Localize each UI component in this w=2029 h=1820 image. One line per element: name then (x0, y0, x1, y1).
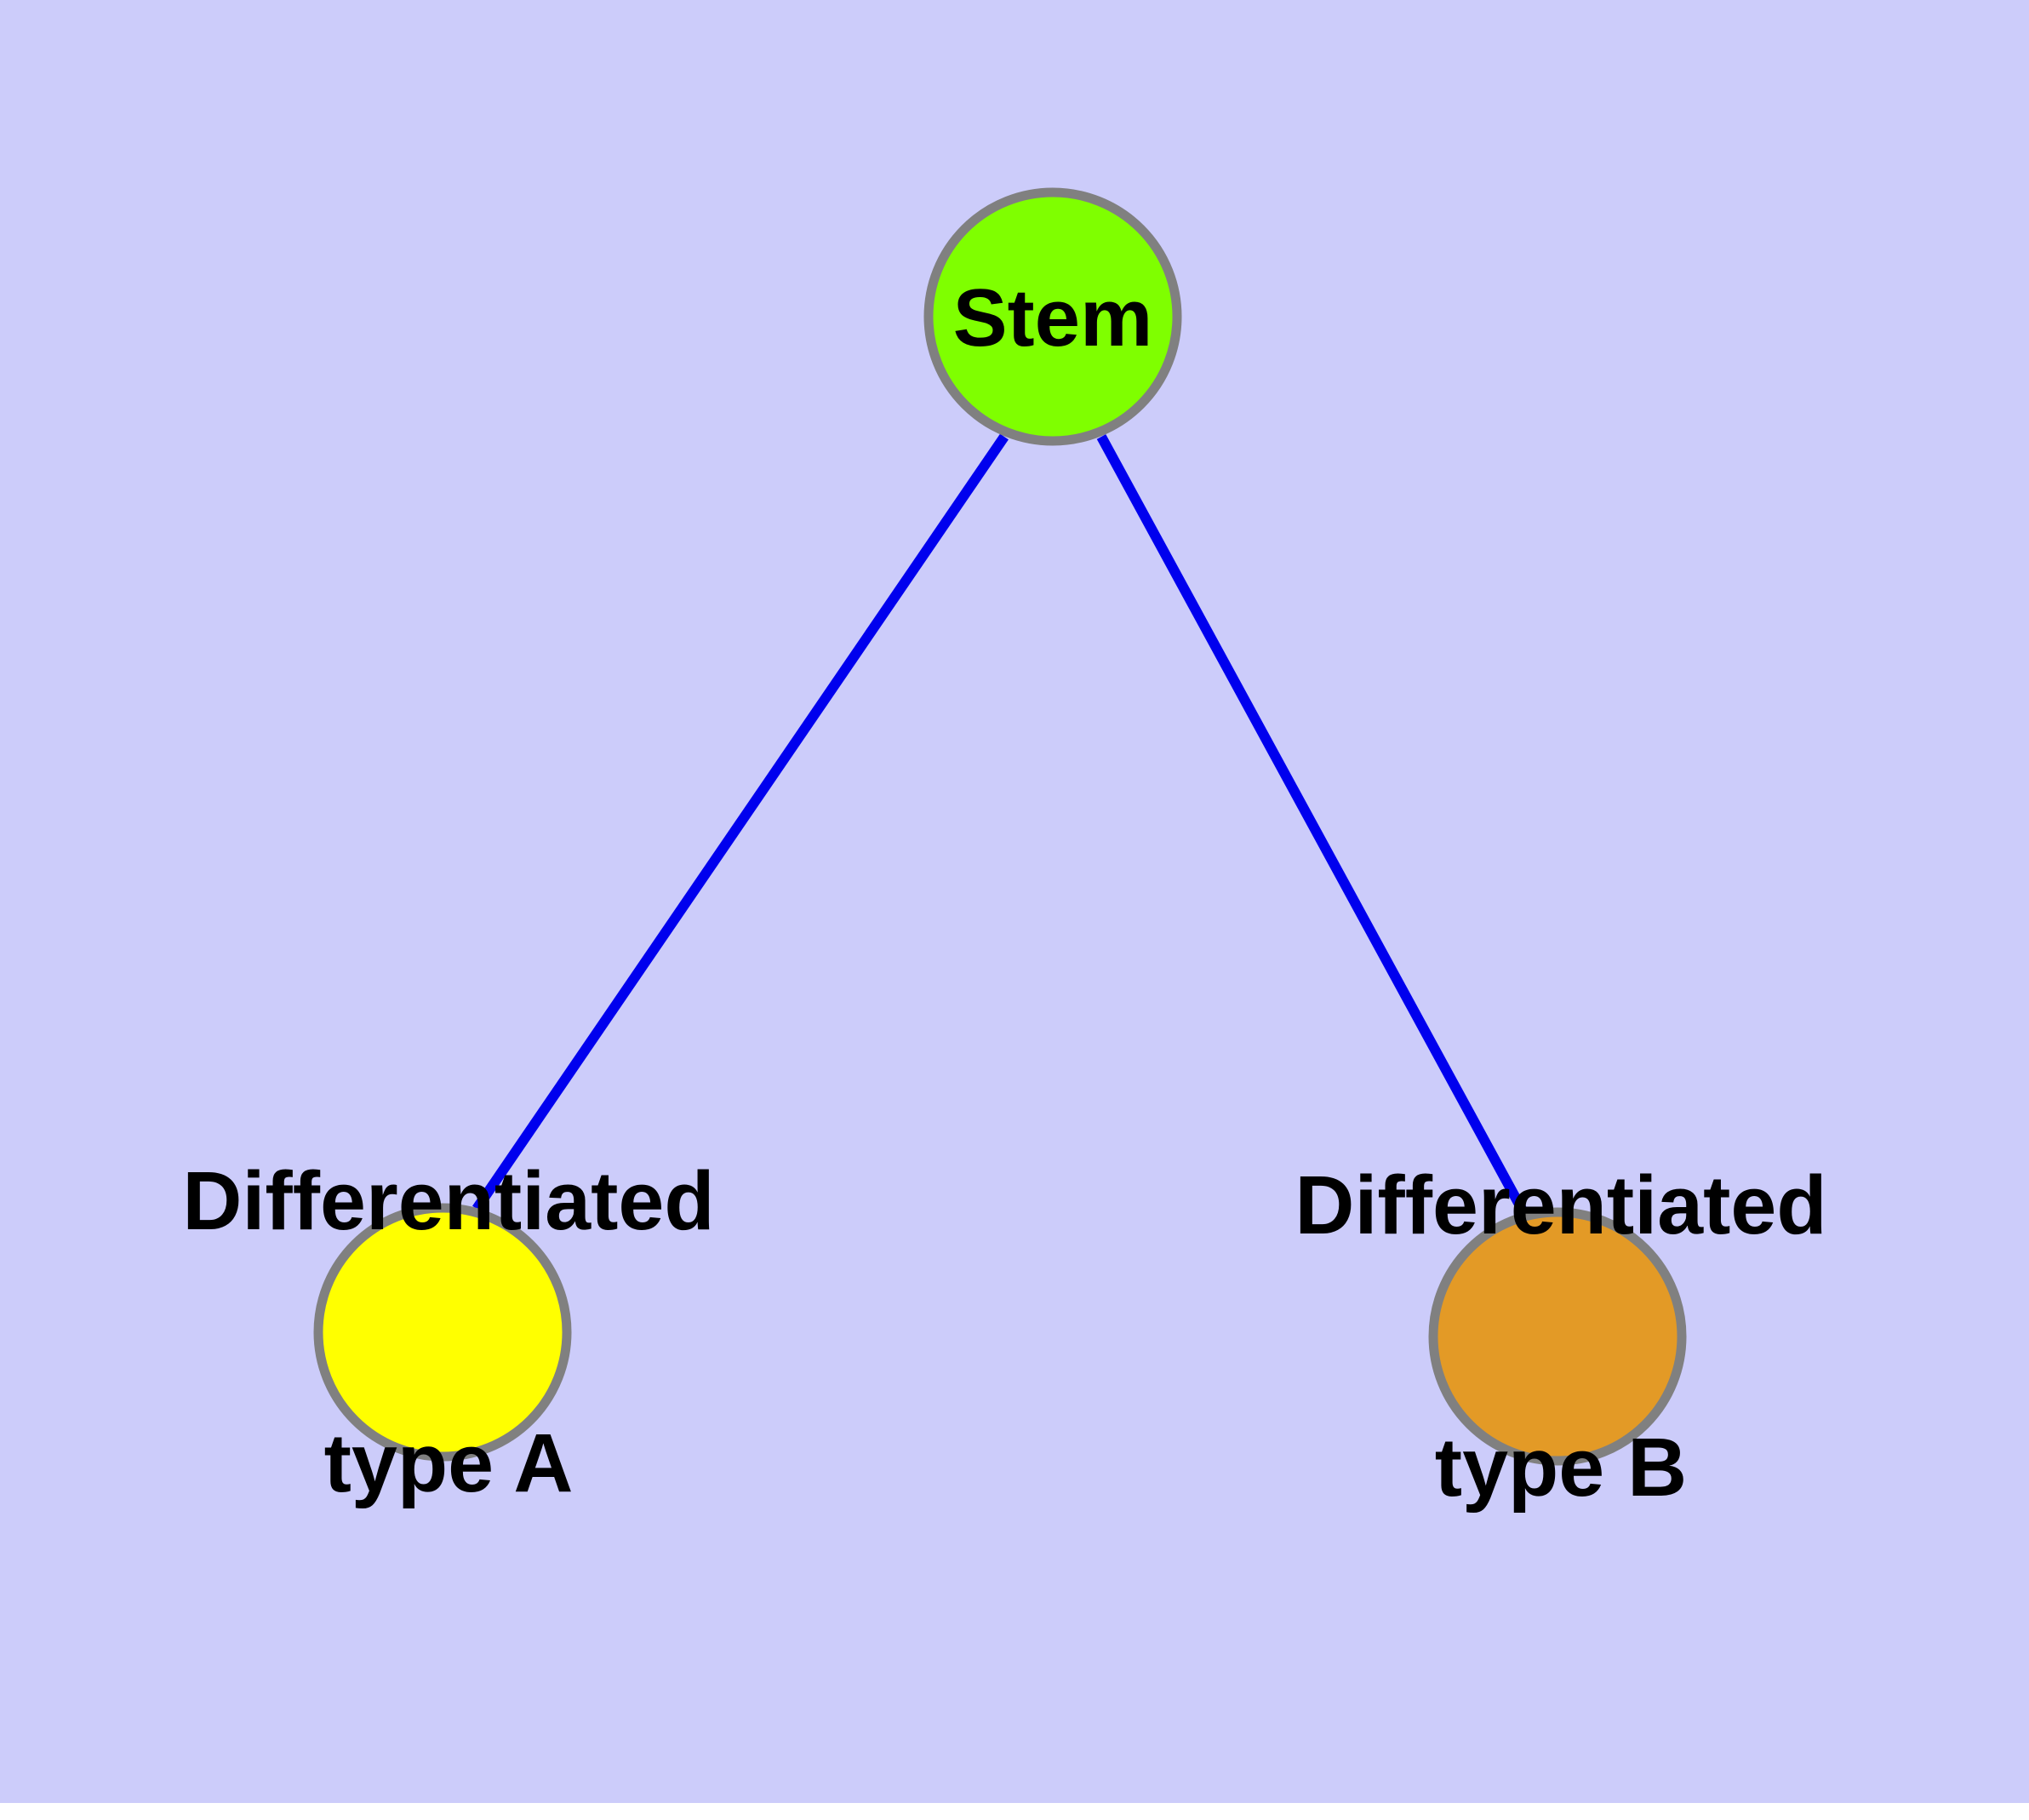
edge-stem-to-differentiated-type-b (1096, 434, 1529, 1215)
node-circle-stem[interactable] (923, 187, 1182, 446)
edge-layer (472, 433, 1529, 1215)
node-layer (313, 187, 1687, 1466)
edge-stem-to-differentiated-type-a (472, 433, 1009, 1212)
node-circle-differentiated-type-a[interactable] (313, 1203, 572, 1462)
node-circle-differentiated-type-b[interactable] (1428, 1207, 1687, 1466)
